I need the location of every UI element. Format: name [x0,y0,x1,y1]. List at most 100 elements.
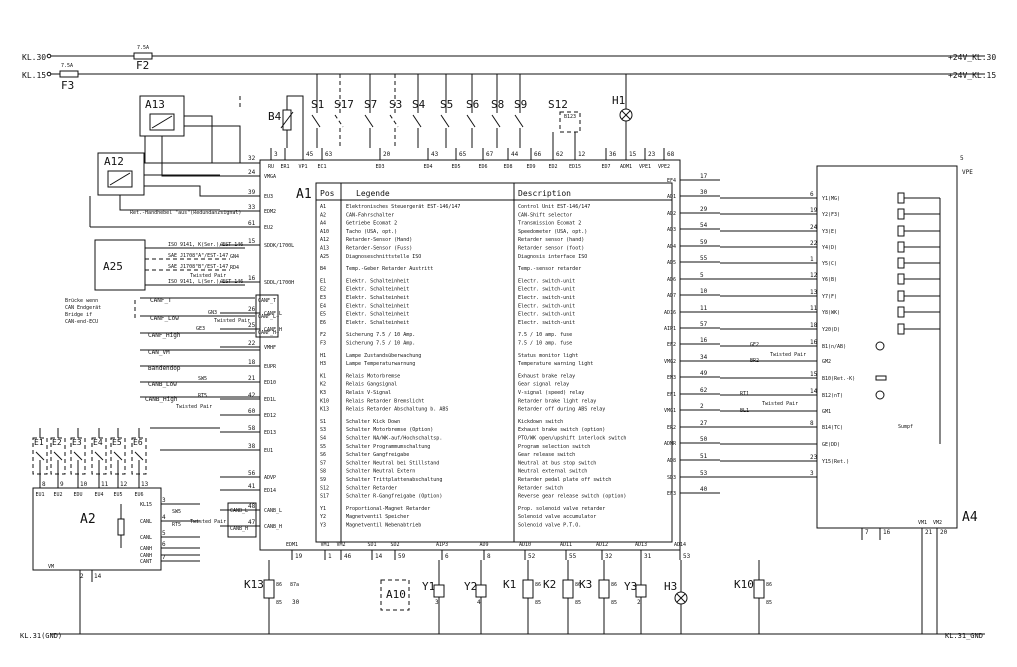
a1-right-num: 34 [700,354,708,361]
legend-de: Elektr. Schalteinheit [346,320,409,326]
legend-en: Retarder sensor (foot) [518,246,584,252]
a25-line-4: ISO 9141, L(Ser.)/EST-146 [168,279,243,285]
legend-de: Retarder-Sensor (Fuss) [346,246,412,252]
relay-pin: 30 [292,599,300,606]
a1-top-num: 63 [325,151,333,158]
a4-num: 23 [810,454,818,461]
a1-top-pin-ed3: ED3 [375,164,384,170]
a4-num: 18 [810,322,818,329]
a25-rd4: RD4 [230,265,239,271]
legend-pos: E5 [320,312,326,318]
a1-left-num: 47 [248,519,256,526]
a4-num: 13 [810,289,818,296]
a2-pin: CANH [140,553,152,559]
legend-pos: A13 [320,246,329,252]
a1-top-num: 23 [648,151,656,158]
legend-de: Magnetventil Nebenabtrieb [346,523,421,529]
legend-de: Schalter Programmumschaltung [346,444,430,450]
a1-right-num: 27 [700,420,708,427]
relay-pin: 86 [276,582,282,588]
relay-k3: K3 [579,578,592,591]
a1-right-pin: AD6 [667,277,676,283]
legend-pos: F3 [320,341,326,347]
legend-pos: A25 [320,254,329,260]
can-vm: CAN_VM [148,349,170,356]
a1-bottom-pin: SD1 [367,542,376,548]
a4-ge2: GE2 [750,342,759,348]
a1-bottom-num: 19 [295,553,303,560]
a1-right-pin: EF4 [667,178,676,184]
legend-pos: K10 [320,398,329,404]
legend-en: Exhaust brake relay [518,373,575,379]
a4-twisted-pair: Twisted Pair [770,352,806,358]
legend-de: Schalter Neutral Extern [346,469,415,475]
a4-bottom-num: 7 [865,529,869,536]
a1-top-pin-ed6: ED6 [478,164,487,170]
legend-header-legende: Legende [356,189,390,198]
relay-k13: K13 [244,578,264,591]
a1-left-num: 15 [248,238,256,245]
a1-top-pin-ed15: ED15 [569,164,581,170]
switch-unit-pin: EU5 [113,492,122,498]
legend-pos: H1 [320,353,326,359]
legend-de: Schalter NA/WK-auf/Hochschaltsp. [346,436,442,442]
a2-pin: CANH [140,546,152,552]
legend-pos: Y3 [320,523,326,529]
a1-left-num: 38 [248,443,256,450]
a4-br2: BR2 [750,358,759,364]
a1-right-pin: AD16 [664,310,676,316]
relay-k10: K10 [734,578,754,591]
legend-de: Elektr. Schalteinheit [346,278,409,284]
a2-pin: KL15 [140,502,152,508]
legend-en: Kickdown switch [518,419,563,425]
a1-left-num: 60 [248,408,256,415]
a2-canb-h: CANB_H [230,526,248,532]
a1-bottom-pin: AD9 [479,542,488,548]
legend-en: 7.5 / 10 amp. fuse [518,332,572,338]
legend-en: 7.5 / 10 amp. fuse [518,341,572,347]
a1-left-num: 42 [248,392,256,399]
a1-left-pin: CANB_L [264,508,282,514]
a4-pin: B1(n/AB) [822,344,846,350]
a4-pin: Y3(E) [822,229,837,235]
a4-pin: B14(TC) [822,425,843,431]
a1-right-pin: SD3 [667,475,676,481]
legend-en: V-signal (speed) relay [518,390,584,396]
a1-left-pin: EUPR [264,364,277,370]
switch-s12: S12 [548,98,568,111]
switch-unit-label: E4 [93,438,103,447]
a1-left-pin: EDM2 [264,209,276,215]
a1-top-num: 66 [534,151,542,158]
legend-de: Tacho (USA, opt.) [346,229,397,235]
a4-pin: B12(nT) [822,393,843,399]
switch-s8: S8 [491,98,504,111]
legend-pos: H3 [320,361,326,367]
a1-left-pin: VMGA [264,174,276,180]
tacho-a10: A10 [386,588,406,601]
legend-de: Sicherung 7.5 / 10 Amp. [346,332,415,338]
legend-pos: A12 [320,237,329,243]
fuse-f3-label: F3 [61,79,74,92]
legend-en: Electr. switch-unit [518,303,575,309]
a4-pin: Y15(Ret.) [822,459,849,465]
a1-bottom-num: 53 [683,553,691,560]
a1-right-num: 53 [700,470,708,477]
a1-top-num: 68 [667,151,675,158]
a1-right-pin: AIP1 [664,326,676,332]
a1-left-num: 24 [248,169,256,176]
legend-de: Elektronisches Steuergerät EST-146/147 [346,204,460,210]
rail-label-24v-kl15: +24V_KL.15 [948,71,996,80]
relay-pin: 85 [766,600,772,606]
legend-pos: K3 [320,390,326,396]
a1-left-pin: SDDK/1700L [264,243,294,249]
legend-pos: E1 [320,278,326,284]
a1-top-pin-ed7: ED7 [601,164,610,170]
a1-top-pin-ed9: ED9 [526,164,535,170]
a1-left-num: 56 [248,470,256,477]
a1-right-num: 59 [700,239,708,246]
a2-num: 7 [162,554,166,561]
legend-en: Solenoid valve accumulator [518,514,596,520]
legend-pos: K13 [320,407,329,413]
legend-en: Transmission Ecomat 2 [518,221,581,227]
a4-num: 11 [810,305,818,312]
